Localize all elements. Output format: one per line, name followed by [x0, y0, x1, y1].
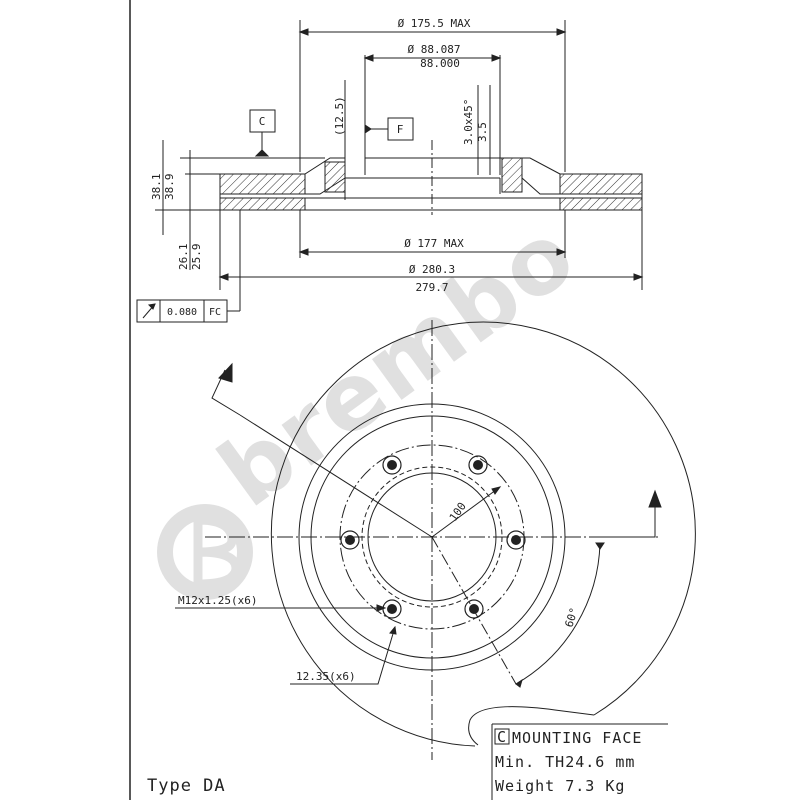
- dim-arrows-88: [363, 54, 502, 62]
- bolt-hole: [382, 599, 402, 619]
- hole-label: 12.35(x6): [296, 670, 356, 683]
- label-bore-1: Ø 88.087: [408, 43, 461, 56]
- section-arrowhead-left: [218, 362, 233, 383]
- bolt-hole-outer: [464, 599, 484, 619]
- label-outer-max: Ø 175.5 MAX: [398, 17, 471, 30]
- section-arrowhead-right: [648, 489, 662, 508]
- label-diameter-1: Ø 280.3: [409, 263, 455, 276]
- thread-label: M12x1.25(x6): [178, 594, 257, 607]
- bolt-hole: [464, 599, 484, 619]
- hole-leader: [290, 626, 396, 685]
- angle-arrow-top: [595, 542, 605, 550]
- section-arrow-right: [600, 505, 656, 538]
- label-thickness-1: 26.1: [177, 244, 190, 271]
- hat-flange-right: [501, 157, 523, 193]
- ring-left-upper: [219, 173, 306, 195]
- label-bore-2: 88.000: [420, 57, 460, 70]
- disc-cutout-edge: [468, 706, 595, 746]
- bolt-hole: [468, 455, 488, 475]
- mounting-face-label: MOUNTING FACE: [512, 729, 642, 747]
- angle-arrow-bottom: [515, 678, 523, 688]
- pcd-radius-arrow: [491, 486, 502, 495]
- ring-right-upper: [559, 173, 643, 195]
- watermark-text: brembo: [200, 200, 595, 528]
- bolt-hole-outer: [468, 455, 488, 475]
- disc-outer-edge: [270, 321, 696, 747]
- runout-symbol-arrow: [147, 303, 156, 310]
- datum-c-triangle: [254, 149, 270, 157]
- angle-arc: [515, 542, 601, 685]
- dim-arrows-177: [298, 248, 567, 256]
- datum-f-triangle: [364, 124, 372, 134]
- dim-arrows-280: [218, 273, 644, 281]
- bolt-hole-inner: [387, 460, 397, 470]
- bolt-hole: [506, 530, 526, 550]
- bolt-hole-inner: [511, 535, 521, 545]
- section-labels: Ø 175.5 MAX Ø 88.087 88.000 Ø 177 MAX Ø …: [150, 17, 489, 318]
- notes: C MOUNTING FACE Min. TH24.6 mm Weight 7.…: [147, 728, 642, 796]
- ring-left-lower: [219, 197, 306, 211]
- label-inner-max: Ø 177 MAX: [404, 237, 464, 250]
- angle-label: 60°: [562, 606, 581, 629]
- section-cut-line: [239, 414, 433, 538]
- bolt-hole-inner: [473, 460, 483, 470]
- pcd-radius-line: [431, 486, 501, 538]
- pcd-label: 100: [447, 500, 469, 524]
- ring-right-lower: [559, 197, 643, 211]
- brembo-logo-ring: [157, 504, 253, 600]
- runout-reference: FC: [209, 307, 221, 318]
- min-thickness-label: Min. TH24.6 mm: [495, 753, 635, 771]
- bolt-hole-inner: [345, 535, 355, 545]
- bolt-hole-outer: [340, 530, 360, 550]
- bolt-hole: [340, 530, 360, 550]
- runout-value: 0.080: [167, 307, 197, 318]
- datum-f-label: F: [397, 123, 404, 136]
- label-height-1: 38.1: [150, 174, 163, 201]
- label-offset: (12.5): [333, 96, 346, 136]
- bolt-hole-inner: [387, 604, 397, 614]
- label-chamfer-1: 3.0x45°: [462, 99, 475, 145]
- bolt-hole-outer: [382, 599, 402, 619]
- brembo-logo-b: [193, 515, 241, 589]
- bolt-hole-inner: [469, 604, 479, 614]
- label-chamfer-2: 3.5: [476, 122, 489, 142]
- hole-leader-arrow: [389, 625, 397, 635]
- mounting-datum-box: [494, 728, 510, 745]
- label-height-2: 38.9: [163, 174, 176, 201]
- weight-label: Weight 7.3 Kg: [495, 777, 625, 795]
- bolt-hole-outer: [506, 530, 526, 550]
- bolt-hole: [382, 455, 402, 475]
- section-view: [136, 20, 644, 323]
- datum-c-label: C: [259, 115, 266, 128]
- type-label: Type DA: [147, 776, 226, 796]
- section-arrow-left: [211, 369, 241, 416]
- thread-leader-arrow: [376, 604, 387, 612]
- bolt-holes: [340, 455, 526, 619]
- brembo-watermark: brembo: [157, 200, 595, 600]
- mounting-datum-letter: C: [497, 728, 507, 746]
- bolt-hole-outer: [382, 455, 402, 475]
- hat-flange-left: [324, 161, 346, 193]
- label-diameter-2: 279.7: [415, 281, 448, 294]
- dim-arrows-175: [298, 28, 567, 36]
- label-thickness-2: 25.9: [190, 244, 203, 271]
